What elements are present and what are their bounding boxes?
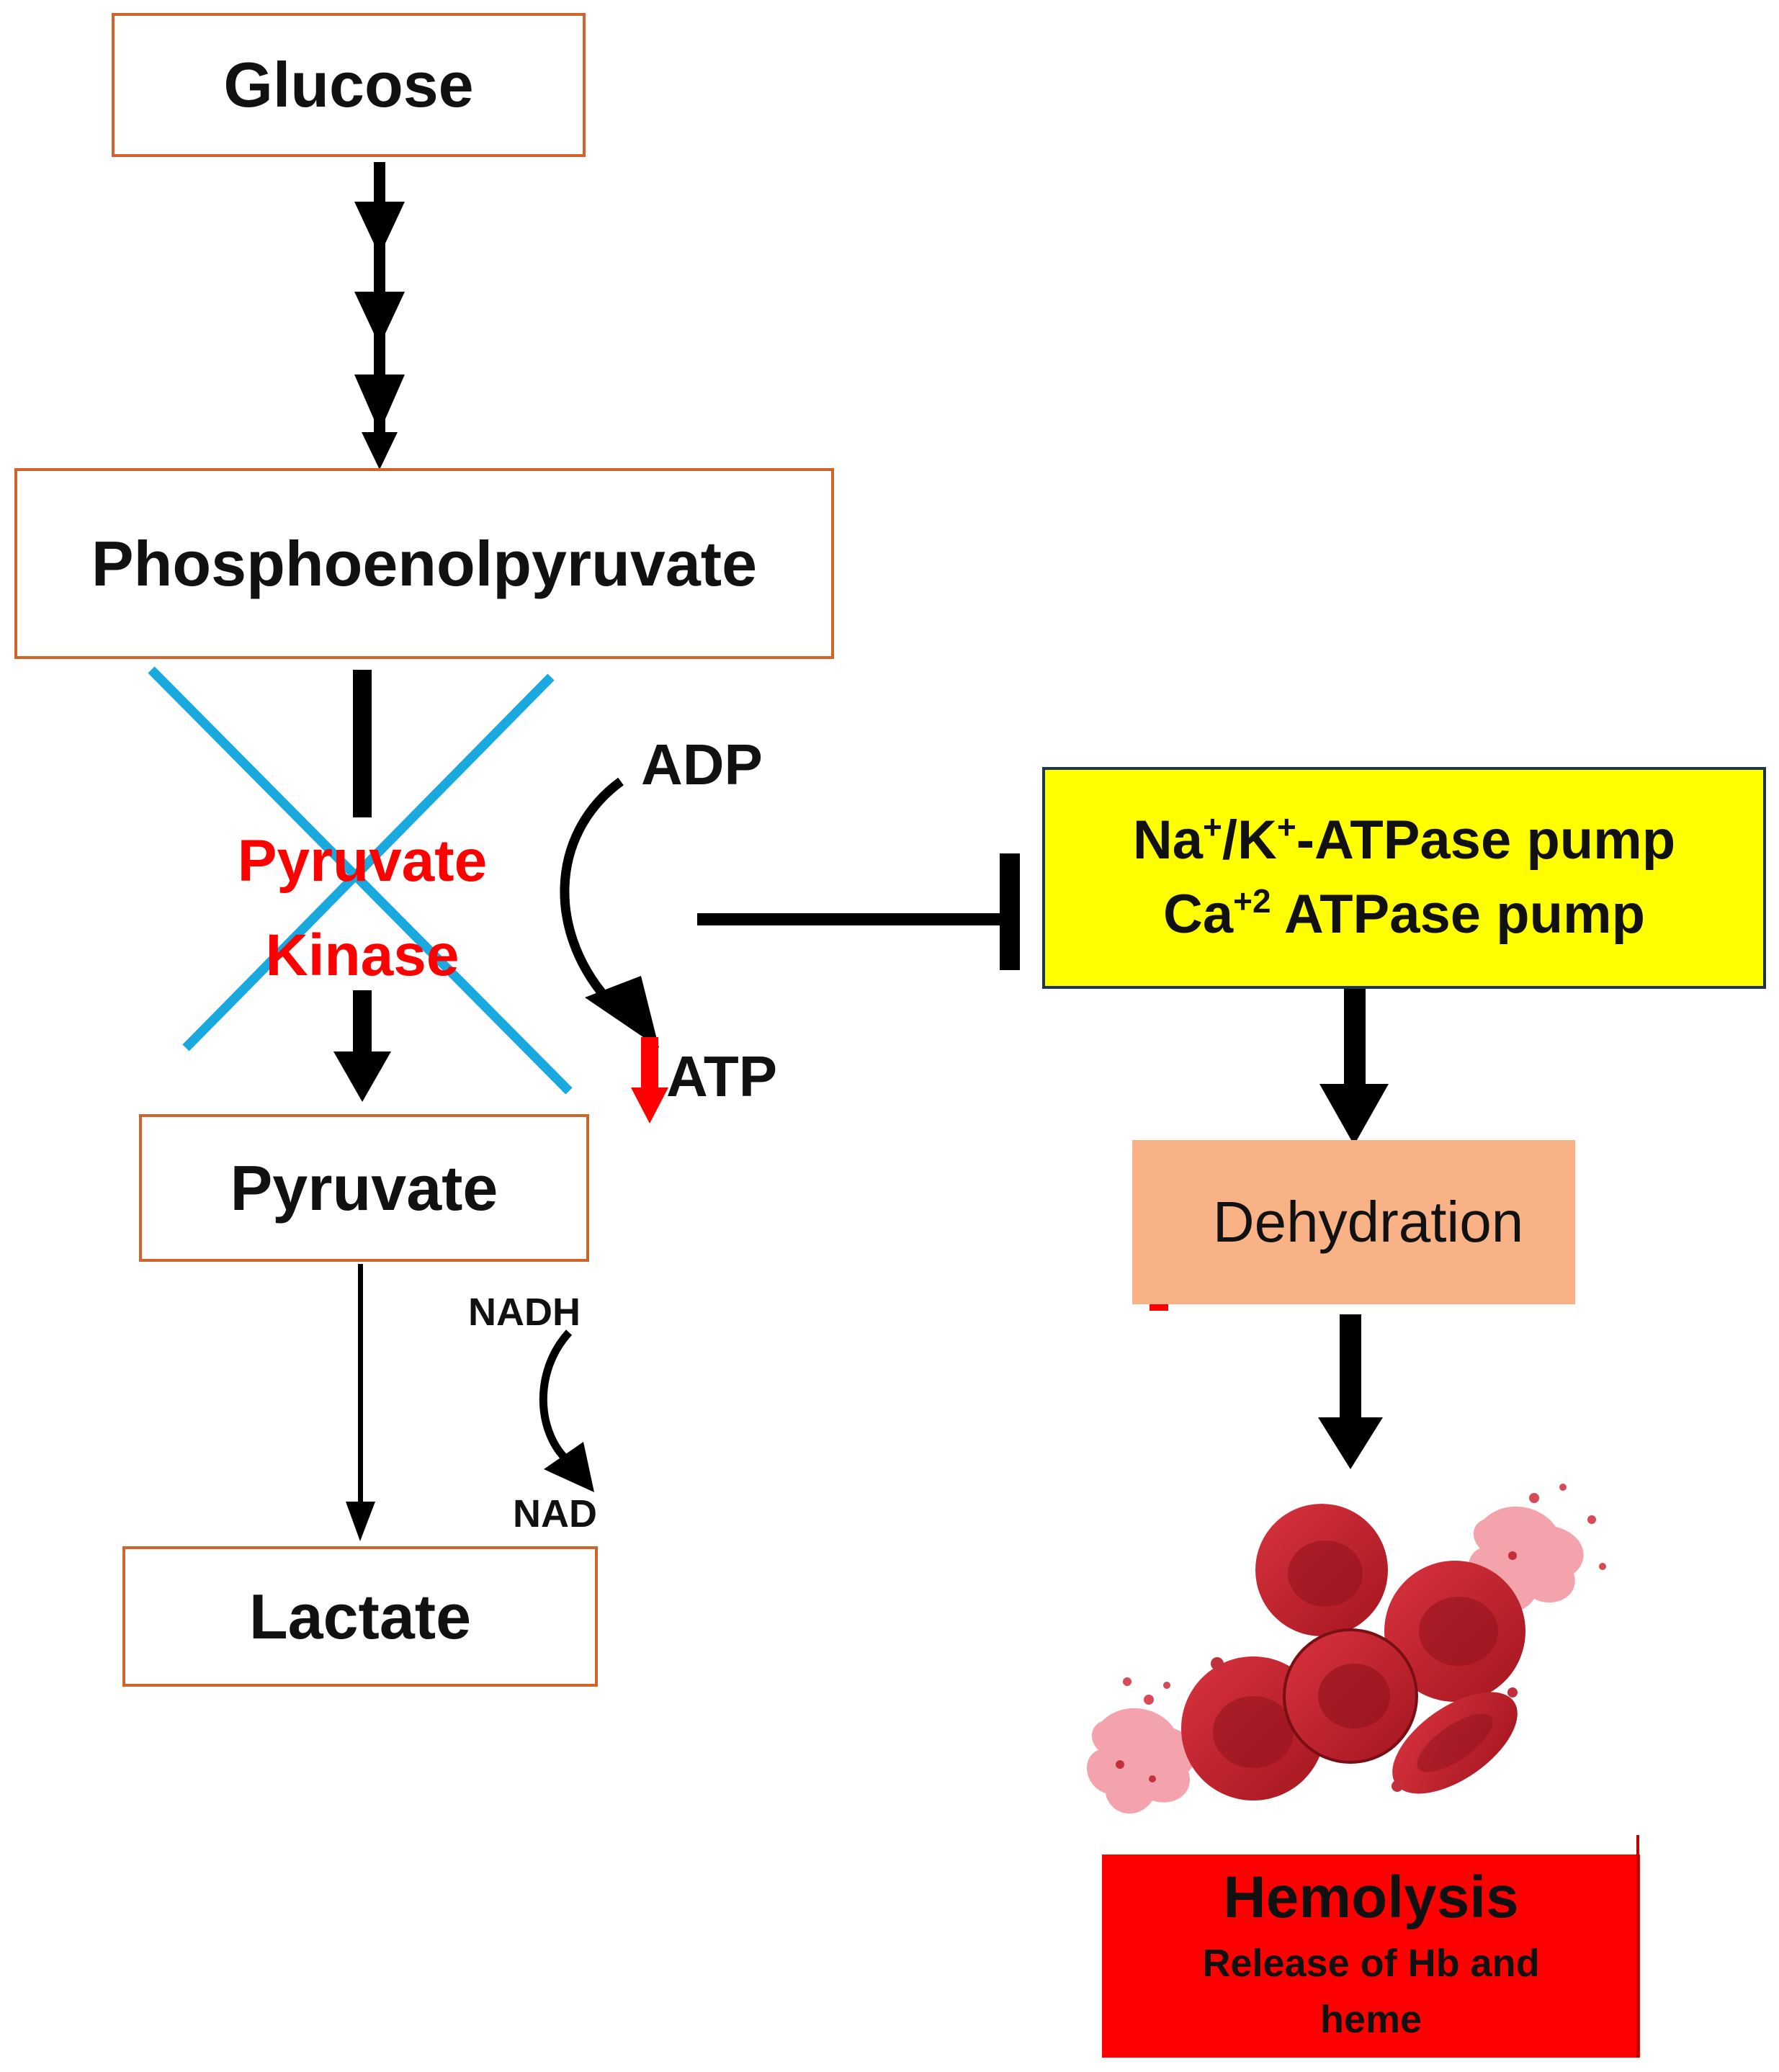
- hemolysis-detail-line2: heme: [1319, 1997, 1422, 2041]
- hemolysis-box: Hemolysis Release of Hb and heme: [1102, 1855, 1640, 2058]
- enzyme-label-line2: Kinase: [265, 923, 460, 989]
- nadh-label: NADH: [468, 1291, 581, 1334]
- pyruvate-label: Pyruvate: [230, 1152, 498, 1224]
- inhibition-connector: [697, 853, 1020, 970]
- lysed-cell-splatter-left: [1086, 1677, 1199, 1814]
- atp-decrease-indicator: [631, 1037, 668, 1124]
- red-blood-cells-illustration: [1086, 1484, 1606, 1814]
- red-blood-cell: [1392, 1692, 1518, 1794]
- adp-to-atp-curve-arrow: [560, 777, 659, 1048]
- atpase-pump-box: Na+/K+-ATPase pump Ca+2 ATPase pump: [1042, 767, 1766, 989]
- phosphoenolpyruvate-box: Phosphoenolpyruvate: [14, 468, 834, 659]
- lactate-box: Lactate: [122, 1546, 598, 1687]
- atp-label: ATP: [666, 1044, 778, 1108]
- enzyme-block-cross: [148, 666, 573, 1095]
- hemolysis-title: Hemolysis: [1223, 1864, 1519, 1930]
- pyruvate-box: Pyruvate: [139, 1114, 589, 1262]
- dehydration-to-hemolysis-arrow: [1318, 1314, 1383, 1469]
- na-k-atpase-pump-label: Na+/K+-ATPase pump: [1132, 808, 1676, 871]
- pyruvate-to-lactate-arrow: [346, 1264, 375, 1541]
- enzyme-label: Pyruvate Kinase: [215, 814, 510, 1003]
- pump-to-dehydration-arrow: [1319, 983, 1389, 1145]
- ca-atpase-pump-label: Ca+2 ATPase pump: [1162, 882, 1646, 945]
- nad-label: NAD: [513, 1492, 597, 1535]
- red-blood-cell: [1255, 1504, 1388, 1636]
- adp-label: ADP: [641, 732, 763, 797]
- pep-to-pyruvate-arrow: [333, 670, 391, 1102]
- nadh-to-nad-curve-arrow: [539, 1329, 594, 1492]
- glucose-label: Glucose: [223, 49, 474, 120]
- dehydration-label: Dehydration: [1212, 1190, 1524, 1254]
- red-blood-cell: [1283, 1628, 1418, 1764]
- lactate-label: Lactate: [248, 1580, 472, 1652]
- hemolysis-box-edge: [1636, 1835, 1639, 2058]
- hemolysis-detail-line1: Release of Hb and: [1202, 1941, 1540, 1985]
- dehydration-box: Dehydration: [1132, 1140, 1575, 1304]
- phosphoenolpyruvate-label: Phosphoenolpyruvate: [91, 527, 758, 599]
- glucose-box: Glucose: [112, 13, 586, 157]
- enzyme-label-line1: Pyruvate: [237, 828, 488, 894]
- glucose-to-pep-arrow: [354, 162, 405, 470]
- red-blood-cell: [1384, 1561, 1525, 1702]
